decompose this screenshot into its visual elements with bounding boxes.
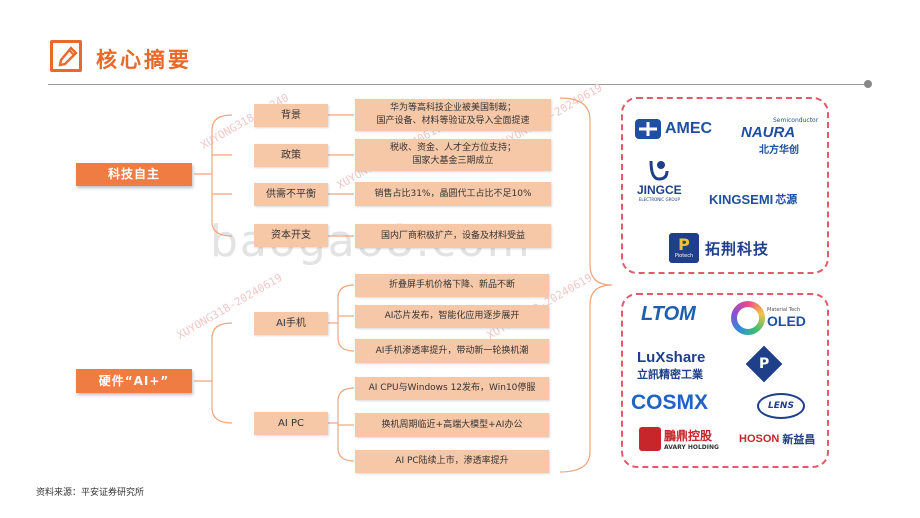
- poled-wordmark: OLED: [767, 313, 806, 329]
- logo-amec: AMEC: [635, 119, 712, 139]
- consumer-electronics-logo-panel: LTOM Material Tech OLED LuXshare 立訊精密工業 …: [621, 293, 829, 468]
- poled-ring-icon: [731, 301, 765, 335]
- logo-jingce: JINGCE ELECTRONIC GROUP: [637, 157, 682, 202]
- page-title: 核心摘要: [96, 47, 192, 72]
- diamond-emblem-icon: P: [745, 345, 783, 383]
- detail-supply-demand: 销售占比31%，晶圆代工占比不足10%: [355, 182, 551, 206]
- lens-wordmark: LENS: [768, 401, 794, 411]
- naura-wordmark: NAURA: [741, 124, 796, 141]
- naura-cn: 北方华创: [759, 145, 799, 156]
- poled-sub: Material Tech: [767, 307, 801, 313]
- logo-avary: 鵬鼎控股 AVARY HOLDING: [639, 427, 719, 451]
- detail-policy: 税收、资金、人才全方位支持； 国家大基金三期成立: [355, 139, 551, 171]
- cosmx-wordmark: COSMX: [631, 391, 709, 414]
- branch-capex: 资本开支: [254, 224, 328, 247]
- branch-policy: 政策: [254, 144, 328, 167]
- amec-emblem-icon: [635, 119, 661, 139]
- avary-cn: 鵬鼎控股: [664, 429, 713, 443]
- detail-ai-pc-2: 换机周期临近+高端大模型+AI办公: [355, 413, 549, 437]
- logo-naura: Semiconductor NAURA 北方华创: [741, 117, 818, 156]
- luxshare-cn: 立訊精密工業: [637, 368, 703, 381]
- kingsemi-cn: 芯源: [775, 193, 798, 206]
- divider-dot: [864, 80, 872, 88]
- logo-luxshare: LuXshare 立訊精密工業: [637, 349, 705, 382]
- detail-ai-pc-1: AI CPU与Windows 12发布，Win10停服: [355, 377, 549, 400]
- branch-supply-demand: 供需不平衡: [254, 183, 328, 206]
- logo-piotech: P Piotech 拓荆科技: [669, 233, 769, 263]
- logo-cosmx: COSMX: [631, 391, 708, 415]
- naura-sub: Semiconductor: [773, 117, 819, 124]
- branch-ai-pc: AI PC: [254, 412, 328, 435]
- root-node-tech-autonomy: 科技自主: [76, 163, 192, 186]
- lens-oval-icon: LENS: [757, 393, 805, 419]
- root-node-hardware-ai: 硬件“AI+”: [76, 369, 192, 393]
- logo-ltom: LTOM: [641, 303, 696, 326]
- piotech-emblem-icon: P Piotech: [669, 233, 699, 263]
- detail-ai-phone-2: AI芯片发布，智能化应用逐步展开: [355, 305, 549, 328]
- jingce-wordmark: JINGCE: [637, 183, 682, 197]
- detail-background: 华为等高科技企业被美国制裁； 国产设备、材料等验证及导入全面提速: [355, 99, 551, 131]
- piotech-small: Piotech: [674, 253, 694, 259]
- branch-ai-phone: AI手机: [254, 312, 328, 335]
- detail-ai-pc-3: AI PC陆续上市，渗透率提升: [355, 450, 549, 473]
- detail-ai-phone-3: AI手机渗透率提升，带动新一轮换机潮: [355, 339, 549, 363]
- logo-kingsemi: KINGSEMI 芯源: [709, 191, 797, 207]
- logo-hoson: HOSON 新益昌: [739, 431, 815, 447]
- kingsemi-wordmark: KINGSEMI: [709, 191, 774, 207]
- header-divider: [48, 84, 868, 85]
- semiconductor-logo-panel: AMEC Semiconductor NAURA 北方华创 JINGCE ELE…: [621, 97, 829, 274]
- luxshare-wordmark: LuXshare: [637, 349, 706, 366]
- logo-lens: LENS: [757, 393, 805, 419]
- detail-ai-phone-1: 折叠屏手机价格下降、新品不断: [355, 274, 549, 297]
- amec-wordmark: AMEC: [665, 120, 713, 137]
- detail-capex: 国内厂商积极扩产，设备及材料受益: [355, 224, 551, 248]
- jingce-sub: ELECTRONIC GROUP: [638, 197, 680, 202]
- hoson-wordmark: HOSON: [739, 433, 780, 445]
- hoson-cn: 新益昌: [782, 433, 816, 446]
- piotech-cn: 拓荆科技: [705, 239, 770, 258]
- edit-note-icon: [50, 40, 82, 72]
- logo-poled: Material Tech OLED: [731, 301, 806, 335]
- branch-background: 背景: [254, 104, 328, 127]
- logo-diamond-p: P: [745, 345, 783, 383]
- source-note: 资料来源：平安证券研究所: [36, 488, 145, 498]
- jingce-emblem-icon: [649, 160, 669, 181]
- ltom-wordmark: LTOM: [641, 303, 696, 325]
- avary-emblem-icon: [639, 427, 661, 451]
- avary-wordmark: AVARY HOLDING: [664, 444, 719, 451]
